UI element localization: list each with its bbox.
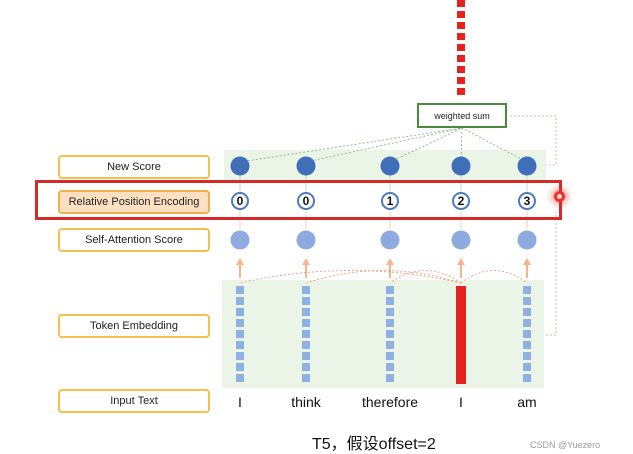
up-arrow-head — [302, 258, 310, 265]
weighted-sum-connector — [239, 127, 463, 163]
output-segment — [457, 55, 465, 62]
embedding-cell — [386, 352, 394, 360]
embedding-cell — [523, 319, 531, 327]
embedding-cell — [386, 297, 394, 305]
output-segment — [457, 44, 465, 51]
embedding-cell — [236, 341, 244, 349]
new-score-dot — [380, 156, 400, 176]
embedding-cell — [236, 374, 244, 382]
embedding-cell — [302, 286, 310, 294]
relative-position-0: 0 — [231, 192, 249, 210]
attention-arc — [389, 270, 462, 284]
relative-position-4: 3 — [518, 192, 536, 210]
embedding-cell — [236, 297, 244, 305]
attention-score-dot — [380, 230, 400, 250]
attention-score-dot — [517, 230, 537, 250]
new-score-dot — [517, 156, 537, 176]
watermark: CSDN @Yuezero — [530, 440, 601, 450]
embedding-cell — [386, 363, 394, 371]
up-arrow-head — [457, 258, 465, 265]
new-score-dot — [451, 156, 471, 176]
embedding-cell — [302, 352, 310, 360]
output-segment — [457, 33, 465, 40]
attention-score-dot — [230, 230, 250, 250]
token-word-2: therefore — [361, 394, 419, 410]
embedding-cell — [236, 330, 244, 338]
embedding-cell — [386, 330, 394, 338]
embedding-cell — [302, 374, 310, 382]
embedding-cell — [386, 286, 394, 294]
embedding-cell — [523, 374, 531, 382]
embedding-cell — [302, 319, 310, 327]
token-word-0: I — [238, 394, 242, 410]
label-new-score: New Score — [58, 155, 210, 179]
weighted-sum-connector — [461, 127, 528, 163]
weighted-sum-connector — [460, 127, 463, 163]
embedding-cell — [523, 341, 531, 349]
attention-score-dot — [451, 230, 471, 250]
embedding-cell — [386, 319, 394, 327]
output-segment — [457, 11, 465, 18]
embedding-cell — [386, 308, 394, 316]
new-score-dot — [230, 156, 250, 176]
token-word-4: am — [517, 394, 537, 410]
relative-position-1: 0 — [297, 192, 315, 210]
embedding-cell — [302, 330, 310, 338]
embedding-cell — [236, 286, 244, 294]
output-segment — [457, 88, 465, 95]
label-self-attention-score: Self-Attention Score — [58, 228, 210, 252]
weighted-sum-connector — [305, 127, 463, 163]
label-relative-position-encoding: Relative Position Encoding — [58, 190, 210, 214]
embedding-cell — [386, 374, 394, 382]
embedding-cell — [523, 363, 531, 371]
embedding-cell — [302, 363, 310, 371]
attention-arc — [460, 270, 528, 284]
embedding-cell — [523, 308, 531, 316]
relative-position-2: 1 — [381, 192, 399, 210]
output-segment — [457, 0, 465, 7]
embedding-cell — [523, 286, 531, 294]
label-token-embedding: Token Embedding — [58, 314, 210, 338]
weighted-sum-box: weighted sum — [417, 103, 507, 128]
embedding-cell — [523, 297, 531, 305]
caption: T5，假设offset=2 — [312, 436, 436, 453]
output-segment — [457, 22, 465, 29]
up-arrow-head — [386, 258, 394, 265]
embedding-panel — [222, 280, 544, 388]
token-word-1: think — [291, 394, 321, 410]
feedback-connector-bottom — [546, 212, 557, 336]
embedding-cell — [302, 308, 310, 316]
attention-score-dot — [296, 230, 316, 250]
label-input-text: Input Text — [58, 389, 210, 413]
embedding-cell — [236, 308, 244, 316]
feedback-connector-top — [510, 115, 557, 166]
new-score-dot — [296, 156, 316, 176]
embedding-cell — [386, 341, 394, 349]
up-arrow-head — [236, 258, 244, 265]
embedding-cell — [236, 363, 244, 371]
up-arrow-head — [523, 258, 531, 265]
laser-pointer — [554, 191, 565, 202]
embedding-cell — [302, 341, 310, 349]
embedding-cell — [302, 297, 310, 305]
embedding-column-highlighted — [456, 286, 466, 384]
weighted-sum-connector — [389, 127, 463, 163]
highlight-frame — [35, 180, 562, 220]
output-segment — [457, 77, 465, 84]
embedding-cell — [523, 352, 531, 360]
relative-position-3: 2 — [452, 192, 470, 210]
embedding-cell — [236, 319, 244, 327]
output-segment — [457, 66, 465, 73]
embedding-cell — [236, 352, 244, 360]
embedding-cell — [523, 330, 531, 338]
token-word-3: I — [459, 394, 463, 410]
